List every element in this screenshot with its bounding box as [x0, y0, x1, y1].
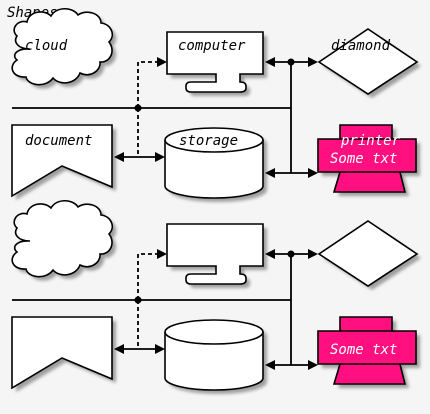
document-shape	[11, 316, 116, 392]
arrow-head	[157, 249, 167, 259]
arrow-head	[265, 360, 275, 370]
printer-label: printer	[340, 133, 401, 149]
printer-shape	[317, 316, 420, 388]
storage-shape	[164, 319, 267, 394]
document-shape	[11, 124, 116, 200]
cloud-label: cloud	[25, 38, 68, 54]
storage-label: storage	[179, 133, 238, 149]
arrow-head	[155, 152, 165, 162]
cloud-shape	[11, 7, 117, 89]
document-label: document	[25, 133, 92, 149]
printer-shape	[317, 124, 420, 196]
diamond-shape	[317, 28, 421, 98]
arrow-head	[157, 57, 167, 67]
computer-label: computer	[178, 38, 246, 54]
arrow-head	[114, 152, 124, 162]
arrow-head	[308, 249, 318, 259]
diamond-shape	[317, 220, 421, 290]
arrow-head	[155, 344, 165, 354]
storage-shape	[164, 127, 267, 202]
cloud-shape	[11, 199, 117, 281]
arrow-head	[265, 57, 275, 67]
arrow-head	[308, 168, 318, 178]
computer-shape	[166, 31, 267, 96]
arrow-head	[265, 249, 275, 259]
arrow-head	[265, 168, 275, 178]
computer-shape	[166, 223, 267, 288]
dashed-connector	[137, 253, 158, 300]
arrow-head	[308, 360, 318, 370]
dashed-connector	[137, 61, 158, 108]
printer-text: Some txt	[330, 151, 397, 167]
arrow-head	[308, 57, 318, 67]
arrow-head	[114, 344, 124, 354]
diamond-label: diamond	[331, 38, 391, 54]
printer-text: Some txt	[330, 342, 397, 358]
